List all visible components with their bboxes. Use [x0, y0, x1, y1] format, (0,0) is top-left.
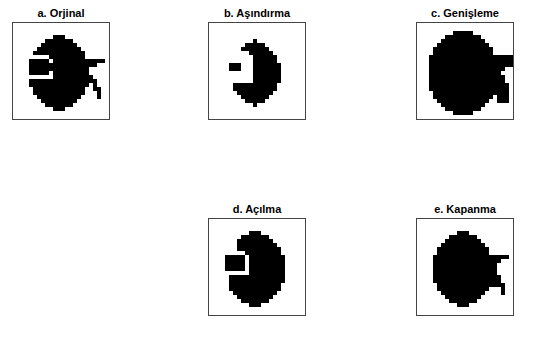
- panel-title: b. Aşındırma: [188, 6, 326, 20]
- pixel-image: [209, 23, 305, 119]
- pixel-image: [13, 23, 109, 119]
- panel-title: a. Orjinal: [0, 6, 130, 20]
- image-frame: [208, 218, 306, 316]
- pixel-image: [209, 219, 305, 315]
- panel-title: c. Genişleme: [396, 6, 534, 20]
- binary-shape: [229, 39, 281, 107]
- pixel-image: [417, 23, 513, 119]
- binary-shape: [433, 231, 509, 307]
- image-frame: [416, 218, 514, 316]
- binary-shape: [429, 31, 513, 115]
- binary-shape: [29, 35, 105, 111]
- panel-title: d. Açılma: [188, 202, 326, 216]
- binary-shape: [225, 231, 285, 307]
- image-frame: [12, 22, 110, 120]
- image-panel: b. Aşındırma: [208, 6, 306, 120]
- image-panel: d. Açılma: [208, 202, 306, 316]
- image-panel: e. Kapanma: [416, 202, 514, 316]
- pixel-image: [417, 219, 513, 315]
- image-panel: c. Genişleme: [416, 6, 514, 120]
- panel-title: e. Kapanma: [396, 202, 534, 216]
- image-frame: [208, 22, 306, 120]
- image-panel: a. Orjinal: [12, 6, 110, 120]
- image-frame: [416, 22, 514, 120]
